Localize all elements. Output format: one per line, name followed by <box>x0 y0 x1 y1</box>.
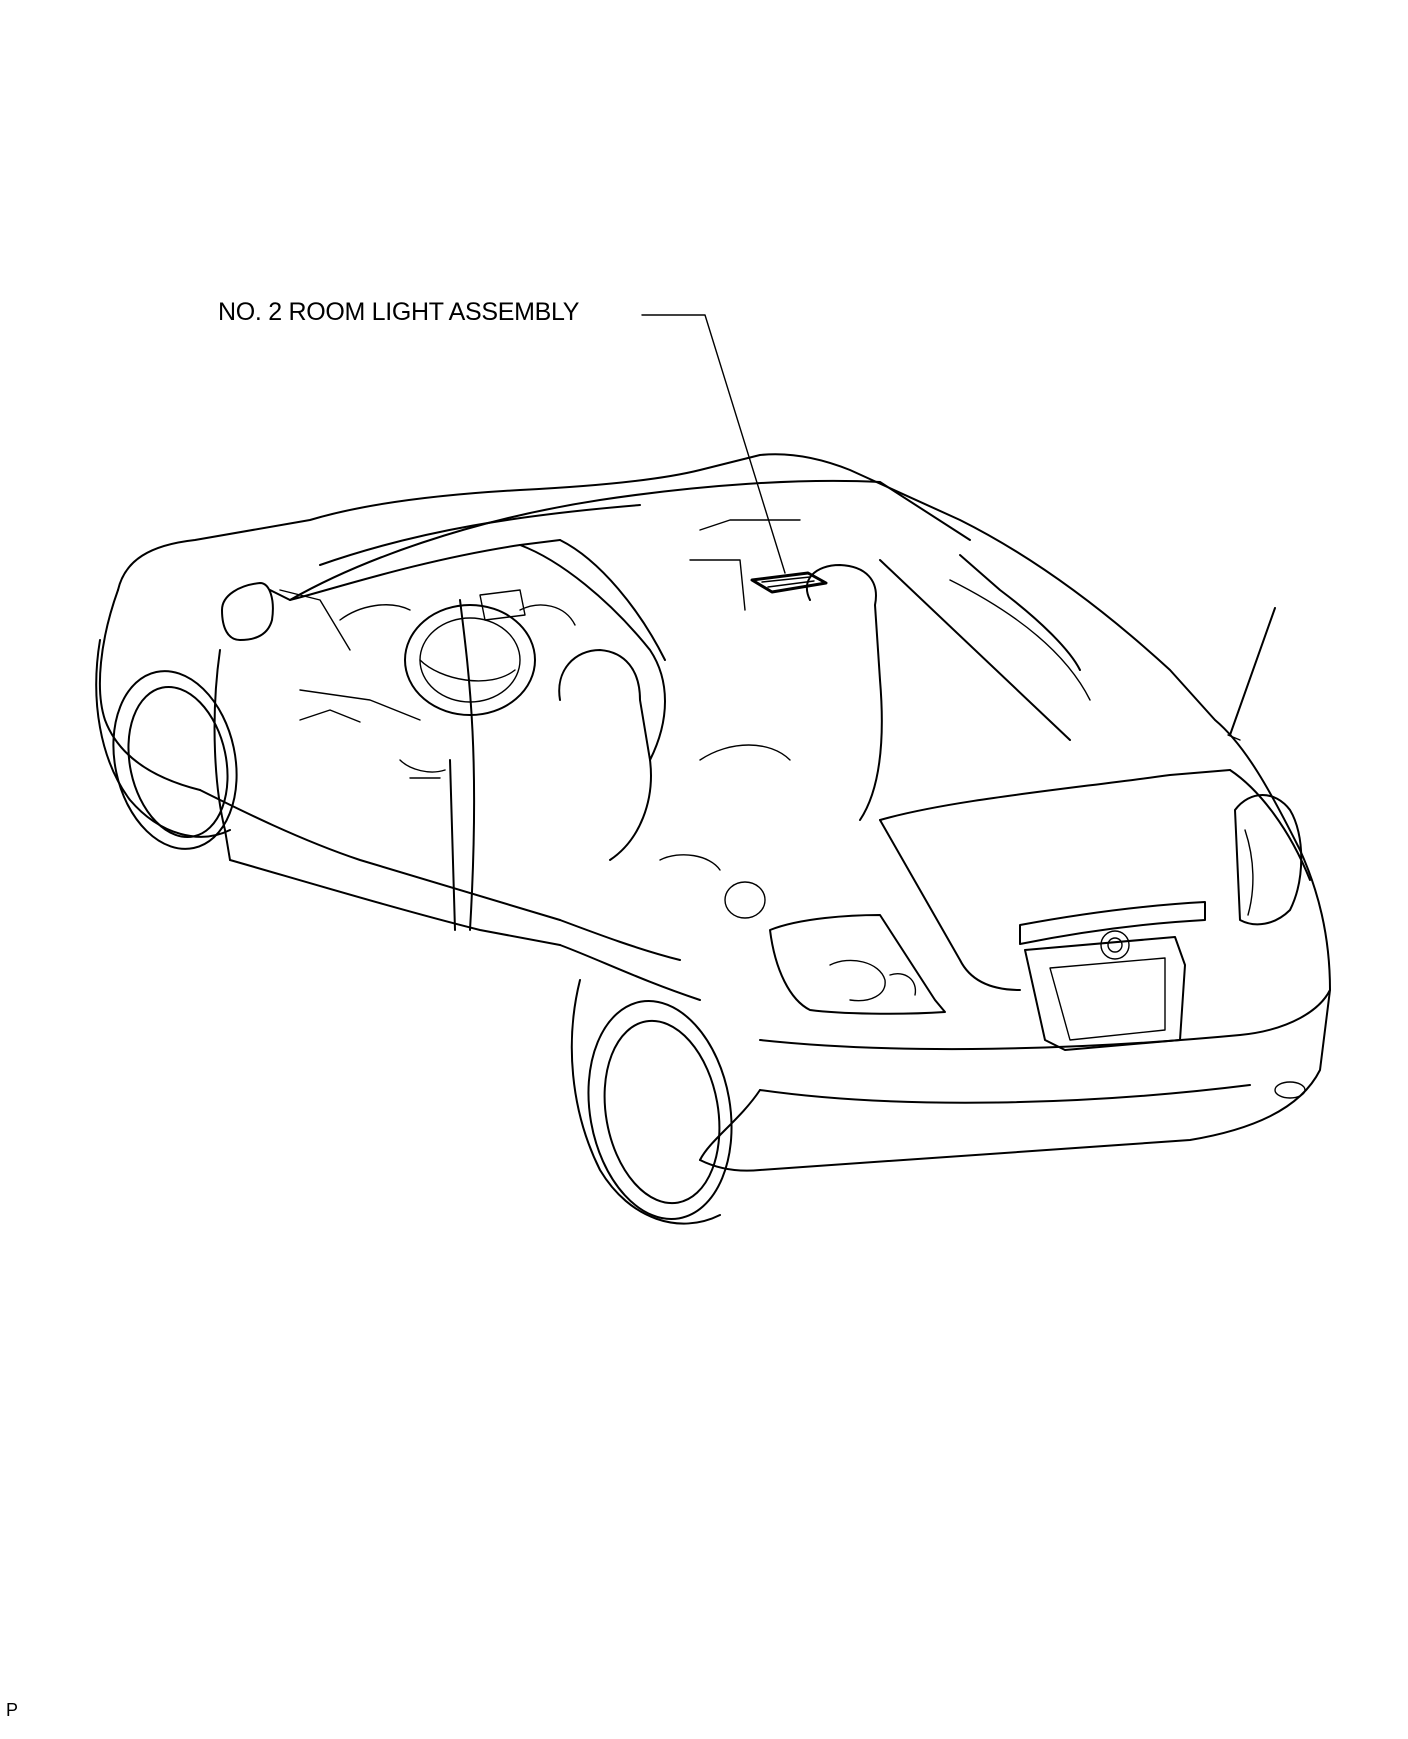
car-side <box>199 582 701 1001</box>
corner-code: P <box>6 1700 19 1720</box>
rear-details <box>769 607 1306 1099</box>
callout-leader-line <box>641 314 786 574</box>
rear-wheel <box>570 979 733 1225</box>
front-wheel <box>95 639 238 850</box>
car-interior <box>279 519 1091 919</box>
room-light-assembly <box>750 571 828 594</box>
car-body-outline <box>98 453 1331 1172</box>
callout-label-room-light: NO. 2 ROOM LIGHT ASSEMBLY <box>218 298 580 326</box>
